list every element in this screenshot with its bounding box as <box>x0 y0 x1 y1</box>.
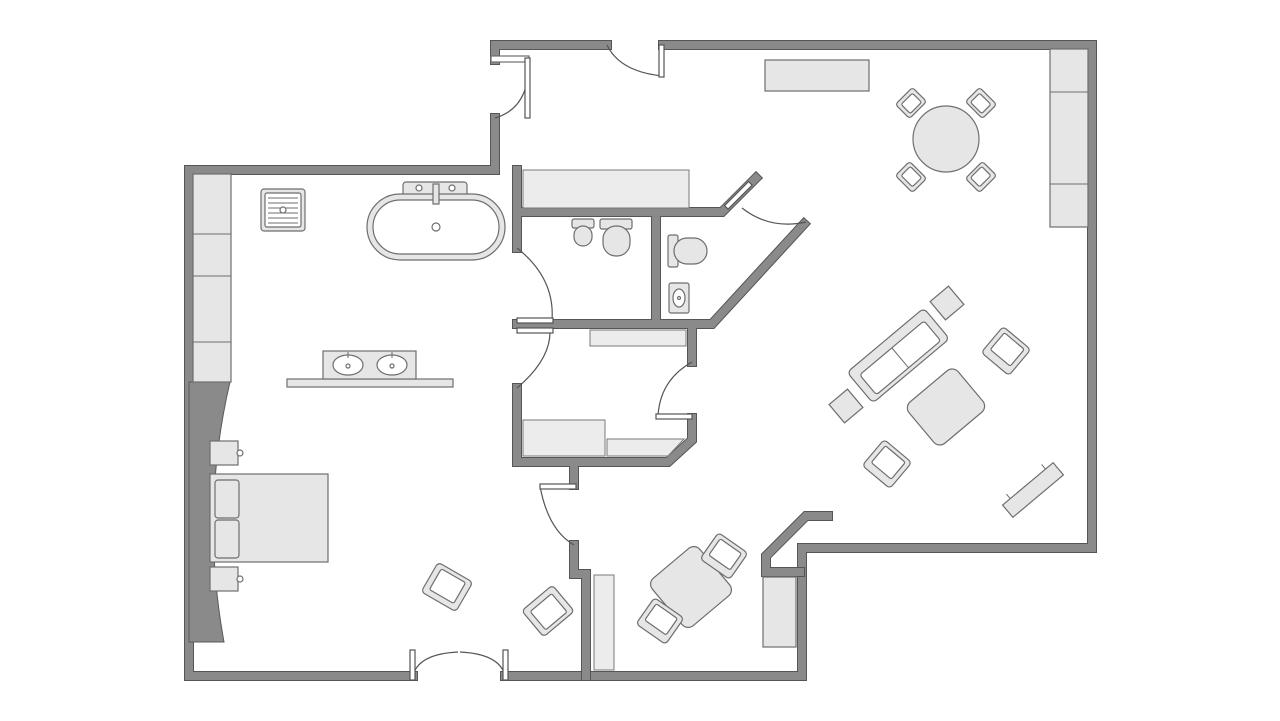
door-jamb-left <box>490 55 530 63</box>
closet-unit-2 <box>606 438 686 457</box>
bedroom-door-swing <box>516 331 551 389</box>
bathroom-door-swing <box>516 247 553 321</box>
closet-door-leaf <box>655 413 693 420</box>
side-table-1 <box>929 285 965 321</box>
hall-door-swing <box>539 485 575 546</box>
dining-chair-3 <box>896 162 926 192</box>
wc-door-leaf <box>723 180 753 210</box>
bedroom-furniture <box>192 173 574 636</box>
dining-chair-2 <box>966 88 996 118</box>
double-door-swing-left <box>412 651 459 677</box>
walls <box>184 40 1097 681</box>
hall-bench <box>593 574 615 671</box>
toilet-1 <box>602 225 631 257</box>
dining-chair-1 <box>896 88 926 118</box>
nightstand-top <box>209 440 239 466</box>
double-door-leaf-right <box>502 649 509 681</box>
lounge-cabinet <box>762 576 797 648</box>
cabinet-right <box>1049 48 1089 228</box>
armchair-living-2 <box>863 440 911 488</box>
sofa <box>848 309 948 402</box>
pillow-top <box>214 479 240 519</box>
counter-hall <box>522 169 690 209</box>
bidet <box>573 225 593 247</box>
entrance-door-leaf <box>658 44 665 78</box>
hall-door-leaf <box>539 483 577 490</box>
armchair-lounge-1 <box>701 533 747 579</box>
toilet-2 <box>673 237 708 265</box>
dining-chair-4 <box>966 162 996 192</box>
bathroom-door-leaf <box>516 317 554 324</box>
notch-wall <box>762 512 832 576</box>
wc-door-swing <box>741 207 807 225</box>
doors <box>409 44 807 681</box>
double-door-leaf-left <box>409 649 416 681</box>
double-door-swing-right <box>459 651 506 677</box>
inner-wall <box>513 166 810 680</box>
nightstand-bottom <box>209 566 239 592</box>
wc-furniture <box>522 169 708 457</box>
dining-table <box>912 105 980 173</box>
wardrobe <box>192 173 232 383</box>
bedroom-door-leaf <box>516 327 554 334</box>
vanity-shelf <box>286 378 454 388</box>
closet-unit-1 <box>522 419 606 457</box>
upper-left-door-swing <box>494 59 530 119</box>
living-furniture <box>593 48 1089 671</box>
tv-unit <box>1001 461 1065 519</box>
armchair-living-1 <box>982 327 1030 375</box>
side-table-2 <box>828 388 864 424</box>
upper-left-door-leaf <box>524 57 531 119</box>
armchair-lounge-2 <box>637 598 683 644</box>
closet-door-swing <box>657 361 693 417</box>
sideboard <box>764 59 870 92</box>
armchair-bedroom-1 <box>422 563 472 611</box>
pillow-bottom <box>214 519 240 559</box>
utility-shelf <box>589 329 687 347</box>
entrance-door-swing <box>606 44 664 77</box>
coffee-table <box>906 368 986 446</box>
armchair-bedroom-2 <box>522 586 574 636</box>
outer-wall <box>185 41 1096 680</box>
